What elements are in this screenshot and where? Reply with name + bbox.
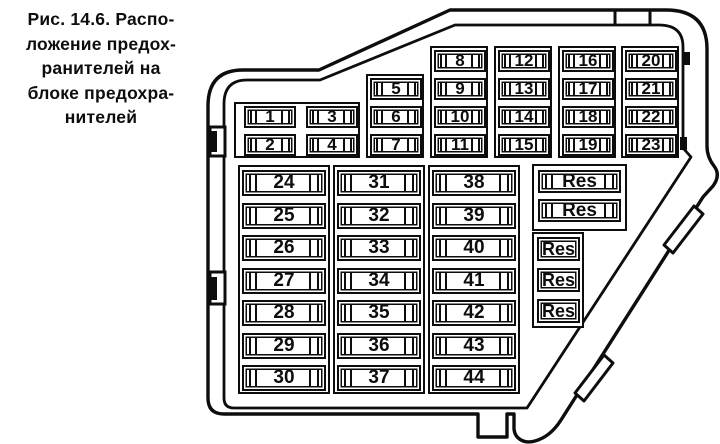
fuse-37: 37: [337, 365, 421, 391]
fuse-42: 42: [432, 300, 516, 326]
fuse-34: 34: [337, 268, 421, 294]
fuse-25: 25: [242, 203, 326, 229]
fuse-29: 29: [242, 333, 326, 359]
fuse-23: 23: [625, 134, 677, 156]
fusebox-inner-contour: [222, 23, 693, 410]
fuse-17: 17: [562, 78, 614, 100]
fuse-32: 32: [337, 203, 421, 229]
fuse-24: 24: [242, 170, 326, 196]
fuse-18: 18: [562, 106, 614, 128]
right-tick-lower: [680, 137, 687, 150]
fuse-22: 22: [625, 106, 677, 128]
fuse-20: 20: [625, 50, 677, 72]
fuse-16: 16: [562, 50, 614, 72]
fuse-41: 41: [432, 268, 516, 294]
fuse-6: 6: [370, 106, 422, 128]
fuse-43: 43: [432, 333, 516, 359]
reserve-fuse-small: Res: [537, 268, 580, 292]
reserve-fuse-wide: Res: [538, 199, 621, 222]
fuse-21: 21: [625, 78, 677, 100]
fuse-4: 4: [306, 134, 358, 156]
fuse-27: 27: [242, 268, 326, 294]
fuse-44: 44: [432, 365, 516, 391]
fuse-13: 13: [498, 78, 550, 100]
right-tick-upper: [683, 52, 690, 65]
fuse-30: 30: [242, 365, 326, 391]
fuse-39: 39: [432, 203, 516, 229]
fuse-35: 35: [337, 300, 421, 326]
left-tab-upper: [208, 125, 227, 158]
fuse-7: 7: [370, 134, 422, 156]
reserve-fuse-small: Res: [537, 299, 580, 323]
fuse-11: 11: [434, 134, 486, 156]
reserve-fuse-small: Res: [537, 237, 580, 261]
fuse-2: 2: [244, 134, 296, 156]
fuse-15: 15: [498, 134, 550, 156]
fuse-9: 9: [434, 78, 486, 100]
figure-caption: Рис. 14.6. Распо- ложение предох- раните…: [25, 9, 177, 127]
fuse-26: 26: [242, 235, 326, 261]
fuse-33: 33: [337, 235, 421, 261]
fuse-28: 28: [242, 300, 326, 326]
fuse-1: 1: [244, 106, 296, 128]
fuse-5: 5: [370, 78, 422, 100]
fuse-10: 10: [434, 106, 486, 128]
left-tab-lower: [208, 270, 227, 306]
fuse-38: 38: [432, 170, 516, 196]
fuse-8: 8: [434, 50, 486, 72]
fuse-36: 36: [337, 333, 421, 359]
fuse-3: 3: [306, 106, 358, 128]
fusebox-outer-contour: [206, 8, 719, 444]
diagonal-notch-lower: [573, 353, 615, 403]
fuse-12: 12: [498, 50, 550, 72]
reserve-fuse-wide: Res: [538, 170, 621, 193]
top-connector-segment: [613, 11, 652, 25]
fuse-19: 19: [562, 134, 614, 156]
diagonal-notch-upper: [662, 204, 705, 255]
fuse-40: 40: [432, 235, 516, 261]
fuse-31: 31: [337, 170, 421, 196]
fuse-14: 14: [498, 106, 550, 128]
